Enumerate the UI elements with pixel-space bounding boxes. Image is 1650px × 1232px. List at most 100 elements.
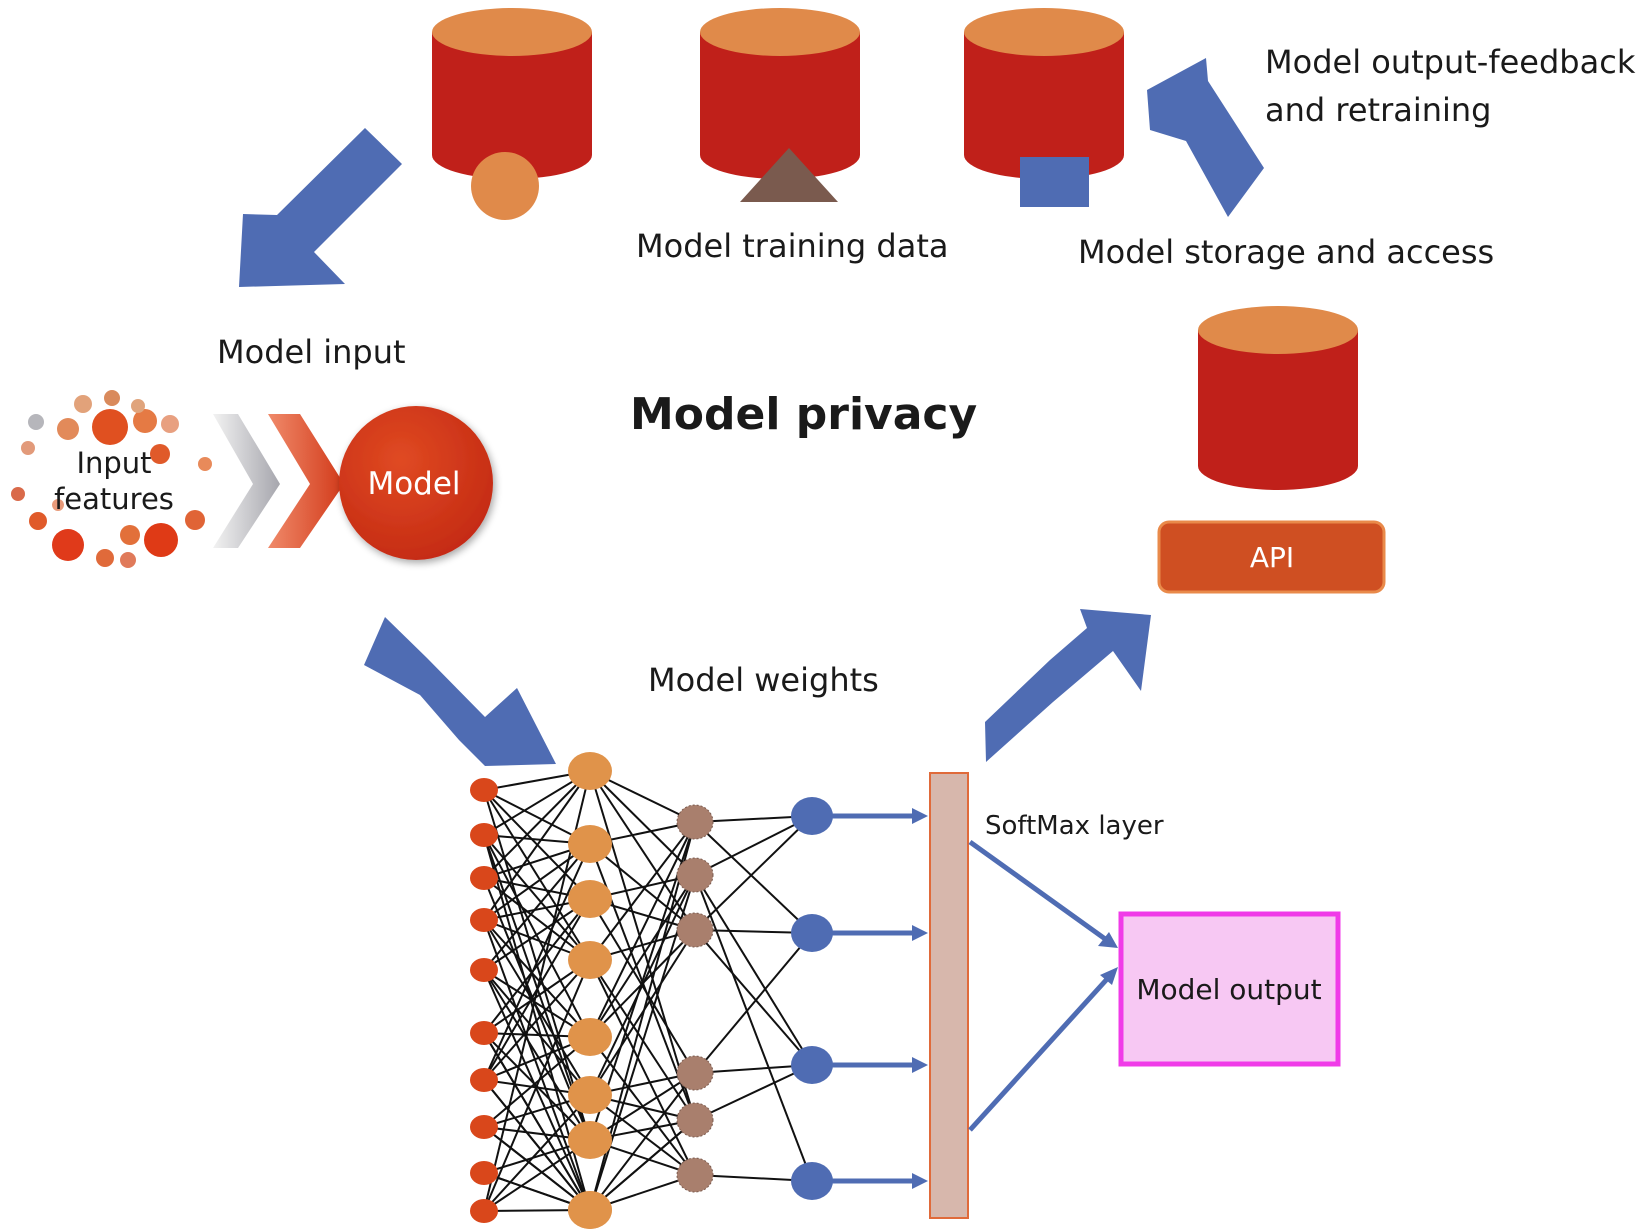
network-edge — [483, 959, 591, 1034]
network-edge — [589, 1072, 696, 1211]
network-edge — [483, 898, 591, 1034]
model-node — [339, 406, 493, 560]
softmax-label: SoftMax layer — [985, 811, 1164, 841]
network-edge — [483, 843, 591, 921]
softmax-arrow-head — [912, 1173, 928, 1189]
network-node-hidden-1 — [568, 825, 612, 863]
network-node-hidden-1 — [568, 880, 612, 918]
network-node-input — [470, 1068, 498, 1092]
network-node-hidden-1 — [568, 1121, 612, 1159]
chevron-grey-icon — [213, 414, 280, 548]
feedback-label-line1: Model output-feedback — [1265, 43, 1636, 81]
network-edge — [483, 843, 591, 971]
network-node-output — [791, 914, 833, 952]
network-edge — [694, 815, 813, 876]
network-node-hidden-2 — [676, 912, 714, 948]
chevron-red-icon — [268, 414, 344, 548]
network-edge — [483, 959, 591, 1081]
network-edge — [589, 959, 696, 1176]
network-edge — [694, 929, 813, 1066]
network-node-input — [470, 958, 498, 982]
network-edge — [483, 919, 591, 1038]
training-data-label: Model training data — [636, 227, 949, 265]
database-1 — [432, 8, 592, 179]
model-input-label: Model input — [217, 333, 406, 371]
softmax-arrow-head — [912, 925, 928, 941]
network-edge — [483, 959, 591, 1212]
network-node-input — [470, 1161, 498, 1185]
input-features-label-line2: features — [54, 482, 174, 516]
arrow-feedback-retraining — [1147, 58, 1264, 217]
database-api — [1198, 306, 1358, 490]
network-edge — [694, 932, 813, 1074]
input-features-label-line1: Input — [76, 446, 151, 480]
network-edge — [483, 789, 591, 961]
network-node-output — [791, 1046, 833, 1084]
diagram-title: Model privacy — [630, 389, 978, 440]
database-2 — [700, 8, 860, 179]
network-edge — [589, 874, 696, 1038]
square-icon — [1020, 157, 1089, 207]
softmax-arrow-head — [912, 1057, 928, 1073]
network-edge — [589, 1094, 696, 1176]
input-features-dots — [11, 390, 212, 568]
storage-access-label: Model storage and access — [1078, 233, 1495, 271]
network-node-hidden-1 — [568, 1018, 612, 1056]
network-edge — [694, 815, 813, 931]
network-edge — [483, 770, 591, 879]
network-edge — [483, 1094, 591, 1212]
network-edge — [483, 969, 591, 1141]
network-node-hidden-1 — [568, 1076, 612, 1114]
model-label: Model — [367, 466, 460, 502]
network-node-output — [791, 797, 833, 835]
network-node-input — [470, 778, 498, 802]
network-edge — [589, 1119, 696, 1211]
network-edge — [694, 821, 813, 934]
api-box — [1157, 520, 1386, 594]
arrow-to-model-weights — [364, 617, 556, 766]
network-node-input — [470, 823, 498, 847]
arrow-to-api — [985, 609, 1151, 762]
softmax-layer-bar — [929, 772, 969, 1219]
network-edge — [694, 1064, 813, 1121]
network-node-hidden-2 — [676, 1055, 714, 1091]
network-node-input — [470, 1199, 498, 1223]
network-edge — [694, 874, 813, 1182]
model-weights-label: Model weights — [648, 661, 879, 699]
network-nodes — [470, 752, 833, 1229]
network-edge — [483, 919, 591, 1211]
network-node-hidden-1 — [568, 752, 612, 790]
network-edge — [483, 843, 591, 1081]
softmax-to-output-arrows — [968, 839, 1118, 1132]
network-edge — [589, 874, 696, 1096]
softmax-arrow-head — [912, 808, 928, 824]
network-edge — [483, 898, 591, 971]
triangle-icon — [740, 148, 838, 202]
network-edge — [694, 874, 813, 1066]
network-node-hidden-1 — [568, 941, 612, 979]
network-edge — [483, 969, 591, 1096]
network-node-input — [470, 1021, 498, 1045]
circle-icon — [471, 152, 539, 220]
model-output-label: Model output — [1136, 973, 1321, 1006]
network-node-input — [470, 908, 498, 932]
database-3 — [964, 8, 1124, 179]
network-edge — [589, 821, 696, 1038]
api-label: API — [1250, 541, 1294, 574]
network-node-hidden-2 — [676, 857, 714, 893]
arrow-to-model-input — [239, 128, 402, 287]
network-edge — [483, 1032, 591, 1211]
network-node-hidden-2 — [676, 1157, 714, 1193]
network-node-input — [470, 1115, 498, 1139]
network-edge — [483, 1139, 591, 1212]
network-edges — [483, 770, 813, 1212]
network-node-hidden-2 — [676, 1102, 714, 1138]
model-output-box — [1118, 911, 1341, 1067]
network-edge — [483, 877, 591, 961]
output-to-softmax-arrows — [830, 808, 928, 1189]
network-edge — [483, 1079, 591, 1211]
network-node-output — [791, 1162, 833, 1200]
network-node-hidden-1 — [568, 1191, 612, 1229]
network-edge — [483, 834, 591, 961]
